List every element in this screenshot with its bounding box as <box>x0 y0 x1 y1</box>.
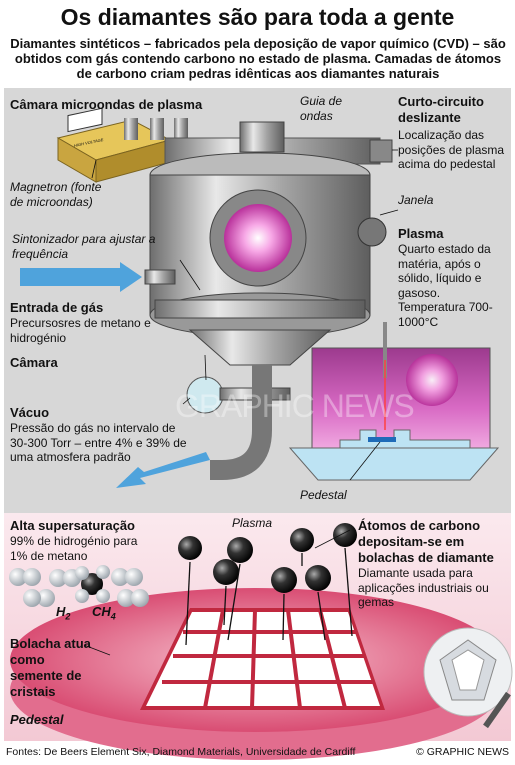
diamond-gem <box>423 627 513 729</box>
ch4-label: CH4 <box>92 604 116 622</box>
magnetron-label: Magnetron (fonte de microondas) <box>10 180 102 209</box>
plasma-inset <box>288 322 500 481</box>
tuner-label: Sintonizador para ajustar a frequência <box>12 232 156 261</box>
footer-credit: © GRAPHIC NEWS <box>416 746 509 758</box>
plasma-title: Plasma <box>398 226 444 241</box>
gas-inlet-title: Entrada de gás <box>10 300 104 315</box>
carbon-title: Átomos de carbono depositam-se em bolach… <box>358 518 494 565</box>
carbon-atoms <box>178 523 357 593</box>
plasma-window <box>224 204 292 272</box>
page-title: Os diamantes são para toda a gente <box>60 4 455 30</box>
h2-label: H2 <box>56 604 71 622</box>
sliding-short-desc: Localização das posições de plasma acima… <box>398 128 505 171</box>
pedestal-lower-label: Pedestal <box>10 712 64 727</box>
waveguide-label: Guia de ondas <box>300 94 343 123</box>
janela <box>357 217 387 247</box>
supersat-desc: 99% de hidrogénio para 1% de metano <box>10 534 138 563</box>
watermark: GRAPHIC NEWS <box>175 388 415 424</box>
gas-inlet-pipe <box>144 269 176 285</box>
chamber-title: Câmara microondas de plasma <box>10 97 203 112</box>
supersat-title: Alta supersaturação <box>10 518 135 533</box>
gas-in-arrow <box>20 262 142 292</box>
plasma-lower-label: Plasma <box>232 516 273 530</box>
magnetron <box>56 107 188 183</box>
deposition-arrows <box>185 547 353 646</box>
plasma-desc: Quarto estado da matéria, após o sólido,… <box>398 242 493 329</box>
gas-inlet-desc: Precursosres de metano e hidrogénio <box>10 316 151 345</box>
vacuum-title: Vácuo <box>10 405 50 420</box>
sliding-short-title: Curto-circuito deslizante <box>398 94 484 125</box>
reactor-chamber <box>149 121 371 366</box>
vacuum-out-arrow <box>116 452 210 488</box>
page-subtitle: Diamantes sintéticos – fabricados pela d… <box>10 36 506 81</box>
carbon-desc: Diamante usada para aplicações industria… <box>358 566 489 609</box>
wafer-title: Bolacha atua como semente de cristais <box>10 636 91 699</box>
footer-sources: Fontes: De Beers Element Six, Diamond Ma… <box>6 746 356 758</box>
vacuum-desc: Pressão do gás no intervalo de 30-300 To… <box>10 421 187 464</box>
pedestal-inset-label: Pedestal <box>300 488 347 502</box>
chamber-label: Câmara <box>10 355 58 370</box>
vacuum-pipe <box>210 365 272 480</box>
window-label: Janela <box>398 193 434 207</box>
gas-molecules <box>9 565 149 607</box>
